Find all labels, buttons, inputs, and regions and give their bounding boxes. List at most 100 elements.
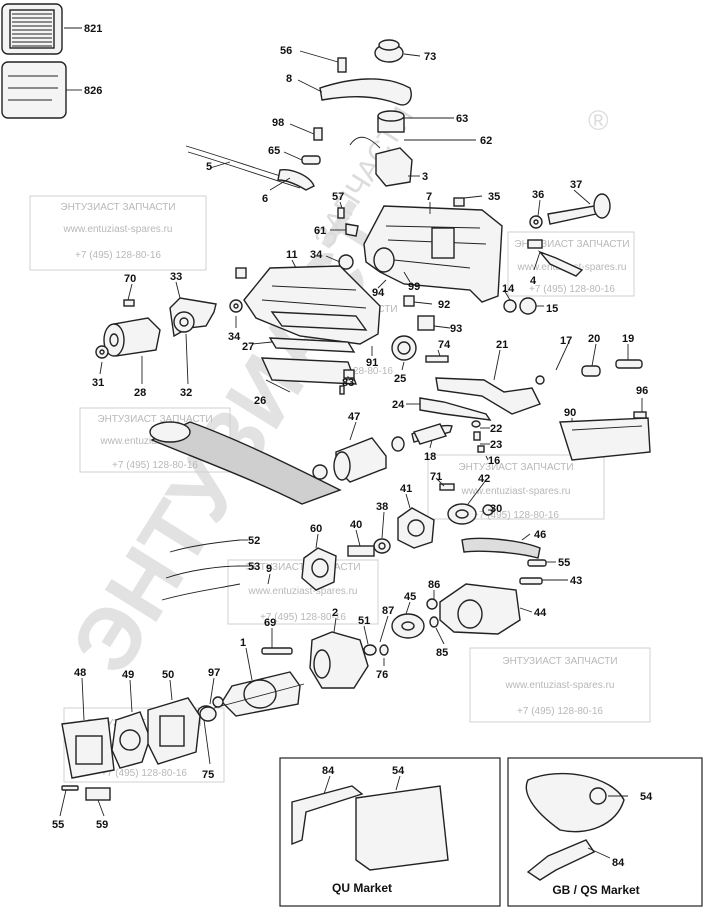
callout-33: 33	[170, 271, 182, 283]
callout-24: 24	[392, 399, 405, 411]
watermark-phone: +7 (495) 128-80-16	[260, 612, 346, 623]
callout-31: 31	[92, 377, 104, 389]
callout-94: 94	[372, 287, 385, 299]
callout-48: 48	[74, 667, 86, 679]
callout-93: 93	[450, 323, 462, 335]
part-821-label-sheet	[1, 3, 63, 55]
caption-gb-qs-market: GB / QS Market	[552, 883, 639, 897]
callout-16: 16	[488, 455, 500, 467]
watermark-phone: +7 (495) 128-80-16	[75, 250, 161, 261]
callout-26: 26	[254, 395, 266, 407]
callout-54a: 54	[392, 765, 405, 777]
gear-train	[301, 483, 547, 639]
end-covers	[61, 697, 217, 801]
base-platen-assembly	[235, 265, 651, 461]
callout-18: 18	[424, 451, 436, 463]
callout-19: 19	[622, 333, 634, 345]
callout-20: 20	[588, 333, 600, 345]
callout-6: 6	[262, 193, 268, 205]
callout-46: 46	[534, 529, 546, 541]
callout-11: 11	[286, 249, 298, 261]
cable-leads	[161, 539, 241, 601]
callout-34: 34	[310, 249, 323, 261]
inset-gb-qs-market: GB / QS Market	[507, 757, 703, 907]
watermark-phone: +7 (495) 128-80-16	[473, 510, 559, 521]
watermark-phone: +7 (495) 128-80-16	[517, 706, 603, 717]
watermark-site: www.entuziast-spares.ru	[248, 586, 358, 597]
callout-5: 5	[206, 161, 212, 173]
callout-76: 76	[376, 669, 388, 681]
callout-74: 74	[438, 339, 451, 351]
callout-37: 37	[570, 179, 582, 191]
callout-98: 98	[272, 117, 284, 129]
callout-38: 38	[376, 501, 388, 513]
rear-roller-assembly	[312, 423, 447, 483]
callout-85: 85	[436, 647, 448, 659]
watermark-name: ЭНТУЗИАСТ ЗАПЧАСТИ	[97, 414, 212, 425]
watermark-block-4: ЭНТУЗИАСТ ЗАПЧАСТИ www.entuziast-spares.…	[427, 454, 605, 521]
callout-45: 45	[404, 591, 416, 603]
callout-36: 36	[532, 189, 544, 201]
callout-28: 28	[134, 387, 146, 399]
callout-25: 25	[394, 373, 406, 385]
callout-50: 50	[162, 669, 174, 681]
callout-97: 97	[208, 667, 220, 679]
main-housing	[338, 193, 611, 315]
front-roller-assembly	[95, 297, 243, 359]
callout-34b: 34	[228, 331, 241, 343]
callout-35: 35	[488, 191, 500, 203]
callout-52: 52	[248, 535, 260, 547]
watermark-block-1: ЭНТУЗИАСТ ЗАПЧАСТИ www.entuziast-spares.…	[29, 195, 207, 271]
callout-59: 59	[96, 819, 108, 831]
callout-84b: 84	[612, 857, 625, 869]
callout-9: 9	[266, 563, 272, 575]
watermark-name: ЭНТУЗИАСТ ЗАПЧАСТИ	[502, 656, 617, 667]
watermark-phone: +7 (495) 128-80-16	[101, 768, 187, 779]
inset-qu-market: QU Market	[279, 757, 501, 907]
callout-55a: 55	[558, 557, 570, 569]
callout-7: 7	[426, 191, 432, 203]
motor-assembly	[197, 631, 389, 719]
callout-54b: 54	[640, 791, 653, 803]
callout-71: 71	[430, 471, 442, 483]
callout-96: 96	[636, 385, 648, 397]
watermark-block-6: ЭНТУЗИАСТ ЗАПЧАСТИ www.entuziast-spares.…	[469, 647, 651, 723]
callout-55b: 55	[52, 819, 64, 831]
callout-32: 32	[180, 387, 192, 399]
caption-qu-market: QU Market	[332, 881, 392, 895]
callout-62: 62	[480, 135, 492, 147]
callout-60: 60	[310, 523, 322, 535]
watermark-name: ЭНТУЗИАСТ ЗАПЧАСТИ	[514, 239, 629, 250]
parts-top-cluster	[185, 39, 465, 237]
callout-826: 826	[84, 85, 102, 97]
callout-14: 14	[502, 283, 515, 295]
callout-51: 51	[358, 615, 370, 627]
callout-3: 3	[422, 171, 428, 183]
part-826-rating-plate	[1, 61, 67, 119]
callout-43: 43	[570, 575, 582, 587]
watermark-block-2: ЭНТУЗИАСТ ЗАПЧАСТИ www.entuziast-spares.…	[507, 231, 635, 297]
callout-61: 61	[314, 225, 326, 237]
callout-23: 23	[490, 439, 502, 451]
callout-83: 83	[342, 377, 354, 389]
callout-53: 53	[248, 561, 260, 573]
callout-73: 73	[424, 51, 436, 63]
callout-86: 86	[428, 579, 440, 591]
callout-57: 57	[332, 191, 344, 203]
callout-92: 92	[438, 299, 450, 311]
callout-27: 27	[242, 341, 254, 353]
callout-47: 47	[348, 411, 360, 423]
watermark-phone: +7 (495) 128-80-16	[112, 460, 198, 471]
callout-49: 49	[122, 669, 134, 681]
callout-15: 15	[546, 303, 558, 315]
callout-40: 40	[350, 519, 362, 531]
callout-821: 821	[84, 23, 102, 35]
part-callouts: 821 826 56 73 8 98 63 62 65 3 5 6 57 7 3…	[52, 23, 653, 869]
callout-84a: 84	[322, 765, 335, 777]
callout-44: 44	[534, 607, 547, 619]
watermark-name: ЭНТУЗИАСТ ЗАПЧАСТИ	[458, 462, 573, 473]
callout-91: 91	[366, 357, 378, 369]
callout-70: 70	[124, 273, 136, 285]
watermark-registered-mark: ®	[588, 105, 609, 136]
